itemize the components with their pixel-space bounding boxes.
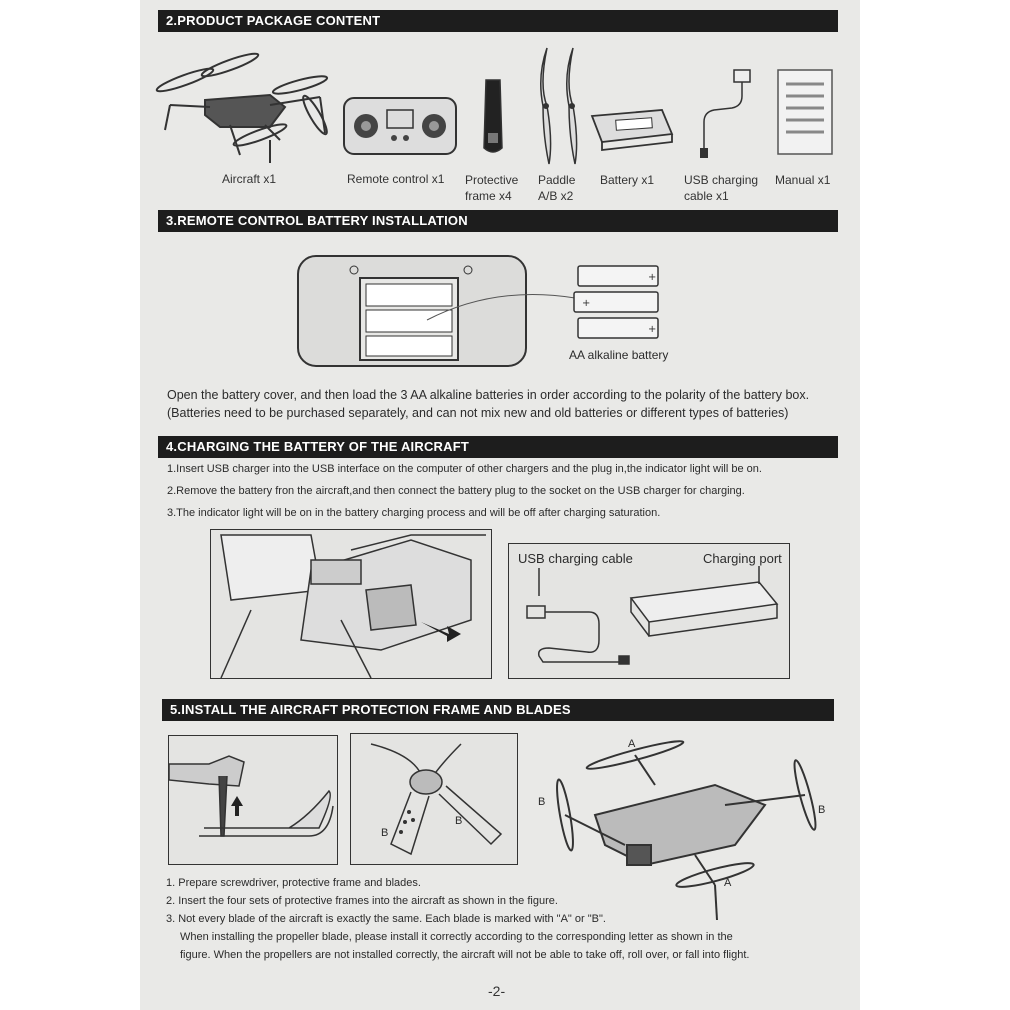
charger-figure bbox=[508, 543, 790, 679]
install-step-1: 1. Prepare screwdriver, protective frame… bbox=[166, 877, 421, 889]
install-step-2: 2. Insert the four sets of protective fr… bbox=[166, 895, 558, 907]
caption-paddle-2: A/B x2 bbox=[538, 189, 574, 203]
aa-battery-label: AA alkaline battery bbox=[569, 348, 669, 362]
drone-blades-diagram bbox=[556, 740, 817, 921]
section-5-title: 5.INSTALL THE AIRCRAFT PROTECTION FRAME … bbox=[162, 699, 579, 721]
caption-remote: Remote control x1 bbox=[347, 172, 445, 186]
charging-step-1: 1.Insert USB charger into the USB interf… bbox=[167, 463, 762, 475]
aa-batteries-illustration: + + + bbox=[573, 265, 659, 339]
section-2-bar: 2.PRODUCT PACKAGE CONTENT bbox=[158, 10, 838, 32]
frame-insert-drawing bbox=[168, 755, 334, 837]
battery-install-line-2: (Batteries need to be purchased separate… bbox=[167, 406, 789, 420]
drone-mark-b-left: B bbox=[538, 796, 546, 808]
charging-step-3: 3.The indicator light will be on in the … bbox=[167, 507, 661, 519]
battery-install-line-1: Open the battery cover, and then load th… bbox=[167, 388, 810, 402]
install-step-3: 3. Not every blade of the aircraft is ex… bbox=[166, 913, 606, 925]
remote-control-illustration bbox=[343, 97, 457, 155]
caption-aircraft: Aircraft x1 bbox=[222, 172, 277, 186]
caption-paddle-1: Paddle bbox=[538, 173, 576, 187]
install-step-3-line-3: figure. When the propellers are not inst… bbox=[180, 949, 750, 961]
charging-step-2: 2.Remove the battery fron the aircraft,a… bbox=[167, 485, 745, 497]
caption-usb-2: cable x1 bbox=[684, 189, 729, 203]
remote-back-illustration bbox=[297, 255, 527, 367]
usb-cable-illustration bbox=[700, 69, 751, 158]
battery-illustration bbox=[590, 109, 674, 152]
blade-mark-b-left: B bbox=[381, 827, 389, 839]
svg-text:+: + bbox=[648, 272, 656, 283]
section-4-title: 4.CHARGING THE BATTERY OF THE AIRCRAFT bbox=[158, 436, 477, 458]
caption-manual: Manual x1 bbox=[775, 173, 831, 187]
section-4-bar: 4.CHARGING THE BATTERY OF THE AIRCRAFT bbox=[158, 436, 838, 458]
aircraft-illustration bbox=[155, 52, 329, 163]
drone-mark-a-bottom: A bbox=[724, 877, 732, 889]
caption-protective-1: Protective bbox=[465, 173, 519, 187]
charging-port-label: Charging port bbox=[703, 551, 782, 566]
install-step-3-line-2: When installing the propeller blade, ple… bbox=[180, 931, 733, 943]
drone-mark-a-top: A bbox=[628, 738, 636, 750]
section-2-title: 2.PRODUCT PACKAGE CONTENT bbox=[158, 10, 389, 32]
usb-charging-cable-label: USB charging cable bbox=[518, 551, 633, 566]
battery-removal-figure bbox=[210, 529, 492, 679]
battery-pointer-line bbox=[426, 294, 576, 321]
caption-protective-2: frame x4 bbox=[465, 189, 512, 203]
blade-mark-drawing bbox=[370, 743, 503, 856]
section-5-bar: 5.INSTALL THE AIRCRAFT PROTECTION FRAME … bbox=[162, 699, 834, 721]
section-3-title: 3.REMOTE CONTROL BATTERY INSTALLATION bbox=[158, 210, 476, 232]
protective-frame-illustration bbox=[483, 79, 503, 153]
drone-mark-b-right: B bbox=[818, 804, 826, 816]
paddle-illustration bbox=[540, 47, 578, 165]
page-number: -2- bbox=[488, 983, 506, 999]
frame-insert-figure bbox=[168, 735, 338, 865]
caption-usb-1: USB charging bbox=[684, 173, 759, 187]
manual-illustration bbox=[777, 69, 833, 155]
svg-text:+: + bbox=[648, 324, 656, 335]
blade-mark-figure: B B bbox=[350, 733, 518, 865]
section-3-bar: 3.REMOTE CONTROL BATTERY INSTALLATION bbox=[158, 210, 838, 232]
svg-text:+: + bbox=[582, 298, 590, 309]
battery-removal-drawing bbox=[220, 534, 486, 679]
blade-mark-b-right: B bbox=[455, 815, 463, 827]
caption-battery: Battery x1 bbox=[600, 173, 655, 187]
charger-drawing bbox=[526, 566, 779, 665]
